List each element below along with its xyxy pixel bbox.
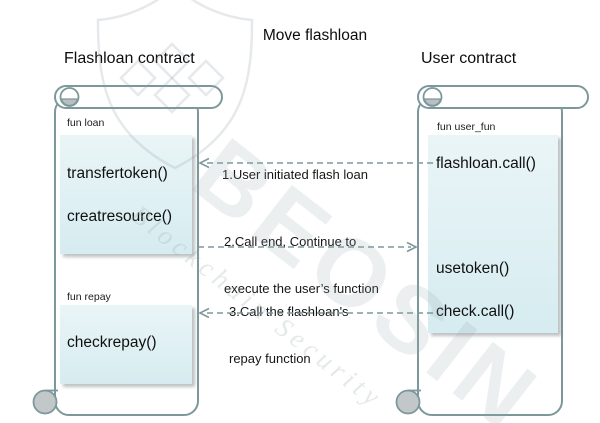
left-section-loan-label: fun loan	[67, 117, 105, 129]
arrow-3-label-line1: 3.Call the flashloan's	[229, 304, 349, 319]
arrow-1-label: 1.User initiated flash loan	[222, 136, 368, 214]
function-check-call: check.call()	[436, 303, 515, 320]
arrow-2-label: 2.Call end, Continue to execute the user…	[224, 203, 379, 327]
arrow-2-label-line1: 2.Call end, Continue to	[224, 234, 357, 249]
left-repay-box: checkrepay()	[60, 305, 192, 384]
left-loan-box: transfertoken() creatresource()	[60, 135, 192, 254]
arrow-3-label: 3.Call the flashloan's repay function	[229, 273, 349, 397]
arrow-3-label-line2: repay function	[229, 350, 311, 366]
function-creatresource: creatresource()	[67, 208, 173, 225]
left-contract-title: Flashloan contract	[64, 50, 195, 67]
right-section-userfun-label: fun user_fun	[437, 121, 496, 133]
right-userfun-box: flashloan.call() usetoken() check.call()	[428, 135, 558, 333]
function-checkrepay: checkrepay()	[67, 334, 157, 351]
function-usetoken: usetoken()	[436, 260, 510, 277]
function-flashloan-call: flashloan.call()	[436, 155, 536, 172]
arrow-1-label-line1: 1.User initiated flash loan	[222, 167, 368, 182]
right-contract-title: User contract	[421, 50, 517, 67]
function-transfertoken: transfertoken()	[67, 165, 168, 182]
arrow-2-label-line2: execute the user’s function	[224, 280, 379, 296]
page-title: Move flashloan	[262, 27, 368, 44]
left-section-repay-label: fun repay	[67, 291, 111, 303]
